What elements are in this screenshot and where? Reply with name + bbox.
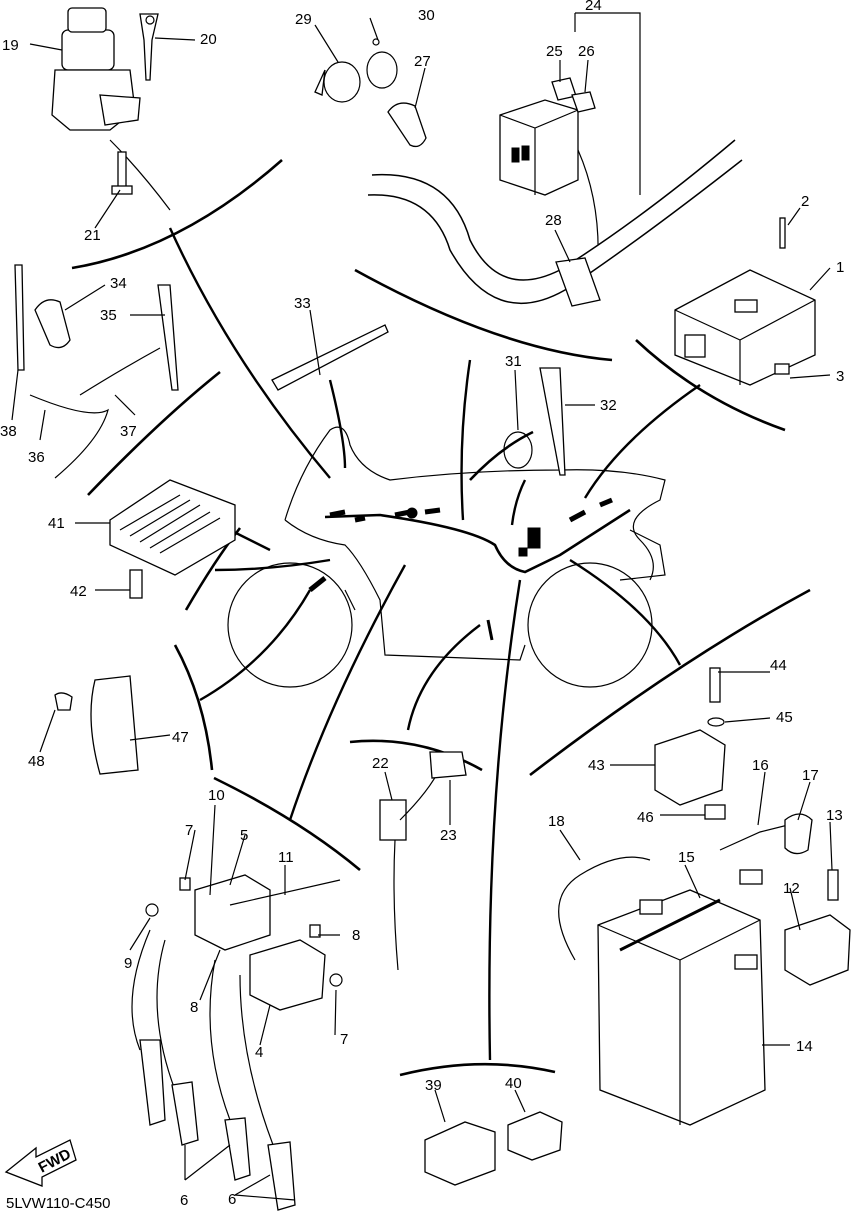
callout-9: 9 <box>124 955 132 972</box>
callout-22: 22 <box>372 755 389 772</box>
callout-42: 42 <box>70 583 87 600</box>
starter-relay-assembly <box>654 667 726 820</box>
reflector-and-grommet <box>54 675 139 775</box>
callout-36: 36 <box>28 449 45 466</box>
callout-2: 2 <box>801 193 809 210</box>
callout-6b: 6 <box>228 1191 236 1208</box>
callout-46: 46 <box>637 809 654 826</box>
battery <box>558 821 801 1126</box>
callout-8a: 8 <box>352 927 360 944</box>
callout-43: 43 <box>588 757 605 774</box>
leader-lines <box>11 12 833 1201</box>
callout-20: 20 <box>200 31 217 48</box>
callout-10: 10 <box>208 787 225 804</box>
callout-1: 1 <box>836 259 844 276</box>
callout-5: 5 <box>240 827 248 844</box>
callout-18: 18 <box>548 813 565 830</box>
callout-28: 28 <box>545 212 562 229</box>
callout-37: 37 <box>120 423 137 440</box>
callout-14: 14 <box>796 1038 813 1055</box>
callout-27: 27 <box>414 53 431 70</box>
callout-4: 4 <box>255 1044 263 1061</box>
callout-12: 12 <box>783 880 800 897</box>
sensor-assembly <box>379 751 467 971</box>
callout-32: 32 <box>600 397 617 414</box>
callout-26: 26 <box>578 43 595 60</box>
callout-48: 48 <box>28 753 45 770</box>
callout-6a: 6 <box>180 1192 188 1209</box>
forward-direction-arrow: FWD <box>4 1139 77 1187</box>
callout-15: 15 <box>678 849 695 866</box>
callout-39: 39 <box>425 1077 442 1094</box>
connection-curves <box>168 227 701 1061</box>
callout-7a: 7 <box>185 822 193 839</box>
callout-24: 24 <box>585 0 602 14</box>
callout-16: 16 <box>752 757 769 774</box>
callout-3: 3 <box>836 368 844 385</box>
callout-44: 44 <box>770 657 787 674</box>
callout-23: 23 <box>440 827 457 844</box>
ignition-coils <box>131 874 343 1211</box>
ecu-unit <box>674 217 816 386</box>
motorcycle-frame-outline <box>227 426 666 688</box>
callout-19: 19 <box>2 37 19 54</box>
callout-38: 38 <box>0 423 17 440</box>
callout-34: 34 <box>110 275 127 292</box>
hose-clamps <box>314 38 427 148</box>
relay-and-fuse-block <box>367 77 744 307</box>
callout-33: 33 <box>294 295 311 312</box>
callout-11: 11 <box>278 849 294 866</box>
callout-45: 45 <box>776 709 793 726</box>
callout-35: 35 <box>100 307 117 324</box>
main-wire-harness <box>308 497 631 641</box>
callout-47: 47 <box>172 729 189 746</box>
main-switch-assembly <box>51 7 171 211</box>
cable-ties-and-clips <box>14 264 389 479</box>
callout-8b: 8 <box>190 999 198 1016</box>
starter-relay <box>784 813 851 986</box>
callout-31: 31 <box>505 353 522 370</box>
rectifier-regulator <box>109 479 236 599</box>
relay-units <box>424 1111 563 1186</box>
callout-21: 21 <box>84 227 101 244</box>
group-divider-lines <box>71 159 811 1077</box>
callout-29: 29 <box>295 11 312 28</box>
callout-40: 40 <box>505 1075 522 1092</box>
callout-41: 41 <box>48 515 65 532</box>
callout-25: 25 <box>546 43 563 60</box>
callout-13: 13 <box>826 807 843 824</box>
drawing-code: 5LVW110-C450 <box>6 1195 111 1212</box>
callout-7b: 7 <box>340 1031 348 1048</box>
harness-band <box>503 367 566 476</box>
callout-30: 30 <box>418 7 435 24</box>
callout-17: 17 <box>802 767 819 784</box>
